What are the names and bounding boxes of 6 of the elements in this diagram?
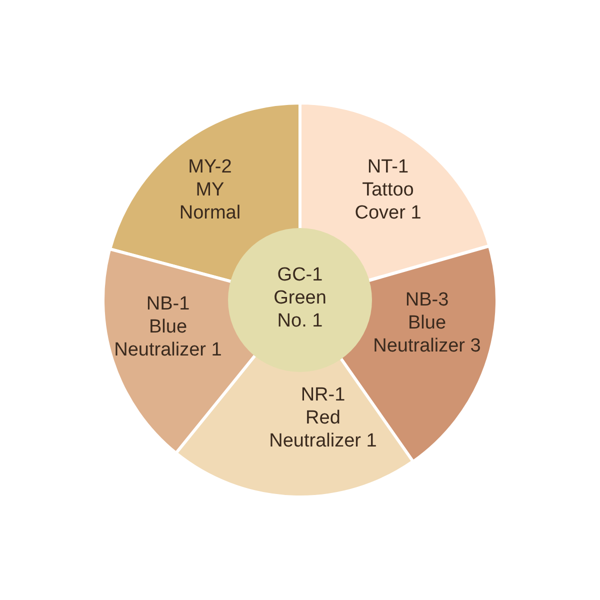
shade-label: NR-1 Red Neutralizer 1	[268, 384, 378, 452]
shade-label: MY-2 MY Normal	[178, 156, 242, 224]
shade-label: NB-3 Blue Neutralizer 3	[372, 288, 482, 358]
shade-label: NB-1 Blue Neutralizer 1	[113, 292, 223, 362]
shade-label: GC-1 Green No. 1	[272, 264, 328, 332]
shade-label: NT-1 Tattoo Cover 1	[354, 156, 422, 224]
